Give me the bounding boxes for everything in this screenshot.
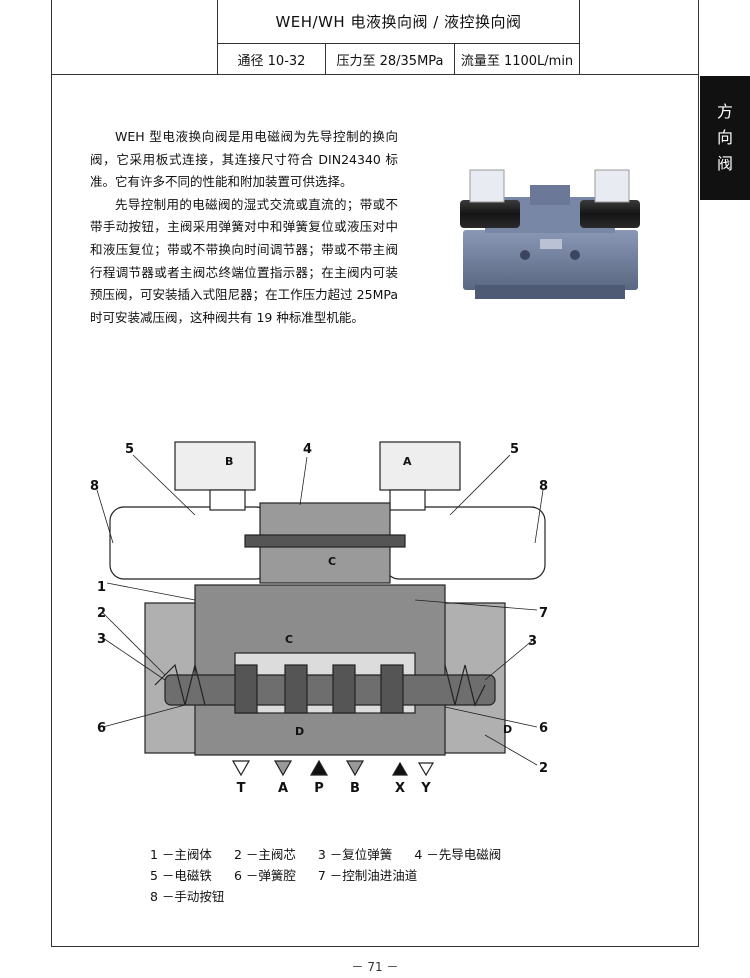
callout: 7 xyxy=(539,606,548,621)
inner-label: C xyxy=(328,555,336,568)
port-labels: T A P B X Y xyxy=(237,781,432,796)
callout: 8 xyxy=(90,479,99,494)
intro-text: WEH 型电液换向阀是用电磁阀为先导控制的换向阀，它采用板式连接，其连接尺寸符合… xyxy=(90,126,398,329)
callout: 6 xyxy=(97,721,106,736)
callout: 2 xyxy=(539,761,548,776)
port-label: P xyxy=(314,781,324,796)
spec-row: 通径 10-32 压力至 28/35MPa 流量至 1100L/min xyxy=(218,44,580,74)
port-markers xyxy=(231,759,435,777)
callout: 8 xyxy=(539,479,548,494)
port-label: Y xyxy=(420,781,431,796)
callout: 4 xyxy=(303,442,312,457)
legend-item: 1 －主阀体 xyxy=(150,847,212,862)
inner-label: B xyxy=(225,455,233,468)
page-title: WEH/WH 电液换向阀 / 液控换向阀 xyxy=(218,0,580,44)
port-label: A xyxy=(278,781,288,796)
spec-pressure: 压力至 28/35MPa xyxy=(326,44,455,74)
section-tab: 方 向 阀 xyxy=(700,76,750,200)
port-label: B xyxy=(350,781,360,796)
spec-bore: 通径 10-32 xyxy=(218,44,326,74)
inner-label: C xyxy=(285,633,293,646)
legend-item: 3 －复位弹簧 xyxy=(317,847,393,862)
valve-section-diagram: 5 4 5 8 8 1 7 2 3 3 6 6 2 B A C C D D T … xyxy=(90,441,548,796)
callout: 5 xyxy=(125,442,134,457)
legend-item: 2 －主阀芯 xyxy=(233,847,296,862)
page-number: － 71 － xyxy=(351,960,399,974)
header-divider xyxy=(51,74,699,75)
callout: 3 xyxy=(528,634,537,649)
page-frame xyxy=(51,0,699,947)
product-photo xyxy=(460,169,640,299)
legend-row: 8 －手动按钮 xyxy=(150,886,523,907)
intro-paragraph: WEH 型电液换向阀是用电磁阀为先导控制的换向阀，它采用板式连接，其连接尺寸符合… xyxy=(90,129,398,190)
callout: 2 xyxy=(97,606,106,621)
legend-item: 5 －电磁铁 xyxy=(150,868,212,883)
legend-item: 6 －弹簧腔 xyxy=(233,868,296,883)
leader-lines xyxy=(96,454,544,766)
callout-numbers: 5 4 5 8 8 1 7 2 3 3 6 6 2 xyxy=(90,442,548,776)
intro-paragraph: 先导控制用的电磁阀的湿式交流或直流的；带或不带手动按钮，主阀采用弹簧对中和弹簧复… xyxy=(90,196,398,325)
legend-item: 4 －先导电磁阀 xyxy=(414,847,502,862)
header-blank-cell xyxy=(51,0,218,74)
spec-flow: 流量至 1100L/min xyxy=(455,44,580,74)
parts-legend: 1 －主阀体 2 －主阀芯 3 －复位弹簧 4 －先导电磁阀 5 －电磁铁 6 … xyxy=(150,844,523,907)
legend-row: 5 －电磁铁 6 －弹簧腔 7 －控制油进油道 xyxy=(150,865,523,886)
callout: 6 xyxy=(539,721,548,736)
inner-label: D xyxy=(295,725,304,738)
port-label: T xyxy=(237,781,246,796)
port-label: X xyxy=(395,781,405,796)
legend-item: 8 －手动按钮 xyxy=(150,889,225,904)
legend-row: 1 －主阀体 2 －主阀芯 3 －复位弹簧 4 －先导电磁阀 xyxy=(150,844,523,865)
inner-label: D xyxy=(503,723,512,736)
inner-label: A xyxy=(403,455,412,468)
tab-char: 阀 xyxy=(716,154,733,173)
diagram-shapes xyxy=(109,441,546,756)
tab-char: 向 xyxy=(716,128,733,147)
callout: 1 xyxy=(97,580,106,595)
legend-item: 7 －控制油进油道 xyxy=(317,868,418,883)
inner-labels: B A C C D D xyxy=(225,455,512,738)
callout: 3 xyxy=(97,632,106,647)
tab-char: 方 xyxy=(716,102,733,121)
callout: 5 xyxy=(510,442,519,457)
